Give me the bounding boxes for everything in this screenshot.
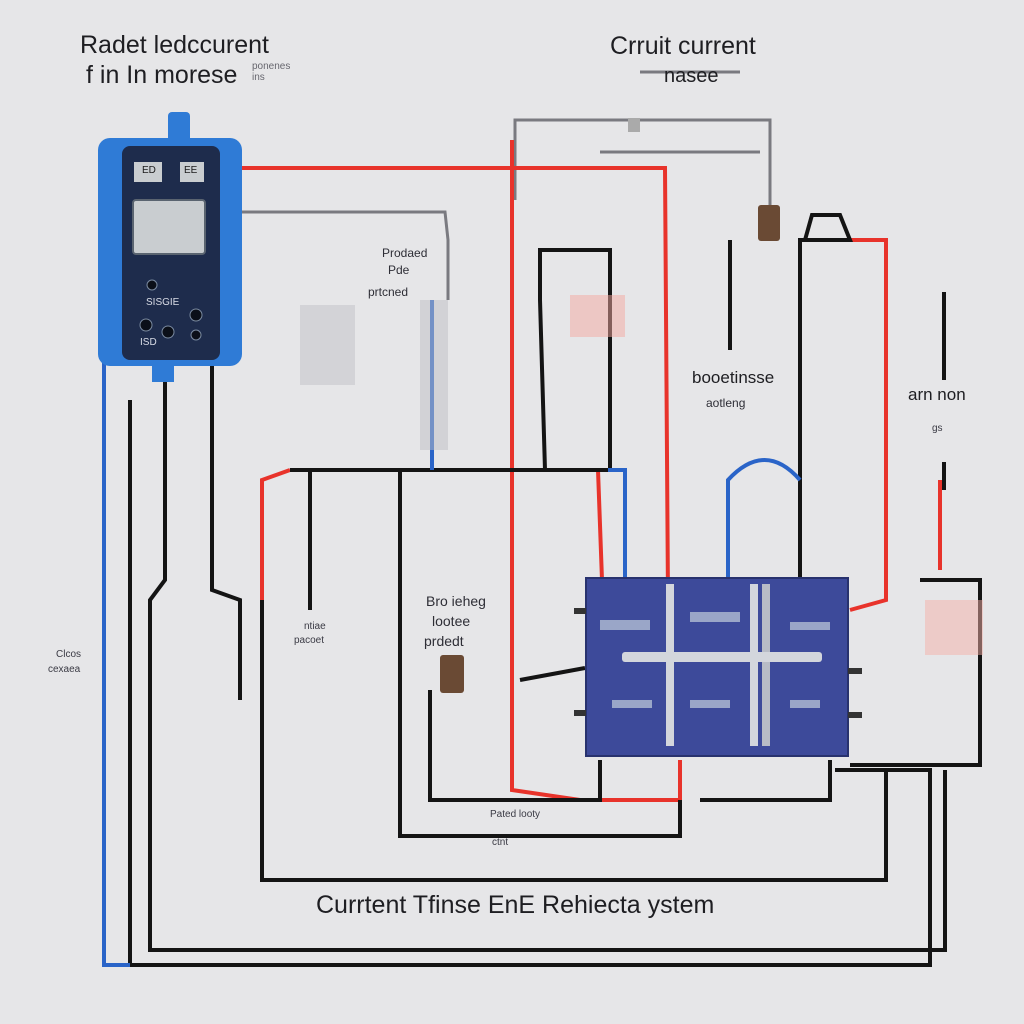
bottom-center-label-1: Pated looty xyxy=(490,809,541,820)
control-panel xyxy=(574,577,862,757)
title-right-line2: nasee xyxy=(664,65,719,87)
bottom-center-label-2: ctnt xyxy=(492,837,509,848)
bottom-box-label-3: prdedt xyxy=(424,633,464,649)
bottom-title: Currtent Tfinse EnE Rehiecta ystem xyxy=(316,891,715,919)
title-left-line2: f in In morese xyxy=(86,61,238,89)
probe-wires xyxy=(240,70,772,300)
title-left-line1: Radet ledccurent xyxy=(80,31,270,59)
meter-button xyxy=(139,318,153,332)
meter-tag-1: Prodaed xyxy=(382,246,428,260)
meter-code-c: SISGIE xyxy=(146,297,180,308)
meter-display xyxy=(132,199,206,255)
left-small-label-2: cexaea xyxy=(48,664,81,675)
bottom-box-label-1: Bro ieheg xyxy=(426,593,486,609)
right-label-1: arn non xyxy=(908,385,966,404)
neutral-wires xyxy=(128,213,982,967)
mid-small-label-2: pacoet xyxy=(294,635,325,646)
meter-button xyxy=(161,325,175,339)
multimeter xyxy=(98,112,242,382)
left-small-label-1: Clcos xyxy=(56,649,82,660)
bottom-box-label-2: lootee xyxy=(432,613,471,629)
meter-code-d: ISD xyxy=(140,337,157,348)
meter-tag-3: prtcned xyxy=(368,285,409,299)
connectors xyxy=(440,118,780,693)
meter-button xyxy=(190,329,202,341)
meter-code-a: ED xyxy=(142,165,156,176)
meter-button xyxy=(189,308,203,322)
meter-tag-2: Pde xyxy=(388,263,410,277)
title-left-note: ponenes ins xyxy=(252,61,291,83)
right-label-2: gs xyxy=(932,423,943,434)
mid-small-label-1: ntiae xyxy=(304,621,326,632)
fuzzy-elements xyxy=(300,295,983,655)
meter-code-b: EE xyxy=(184,165,198,176)
meter-button xyxy=(146,279,158,291)
middle-label-1: booetinsse xyxy=(692,368,775,387)
middle-label-2: aotleng xyxy=(706,396,746,410)
title-right-line1: Crruit current xyxy=(610,32,756,60)
